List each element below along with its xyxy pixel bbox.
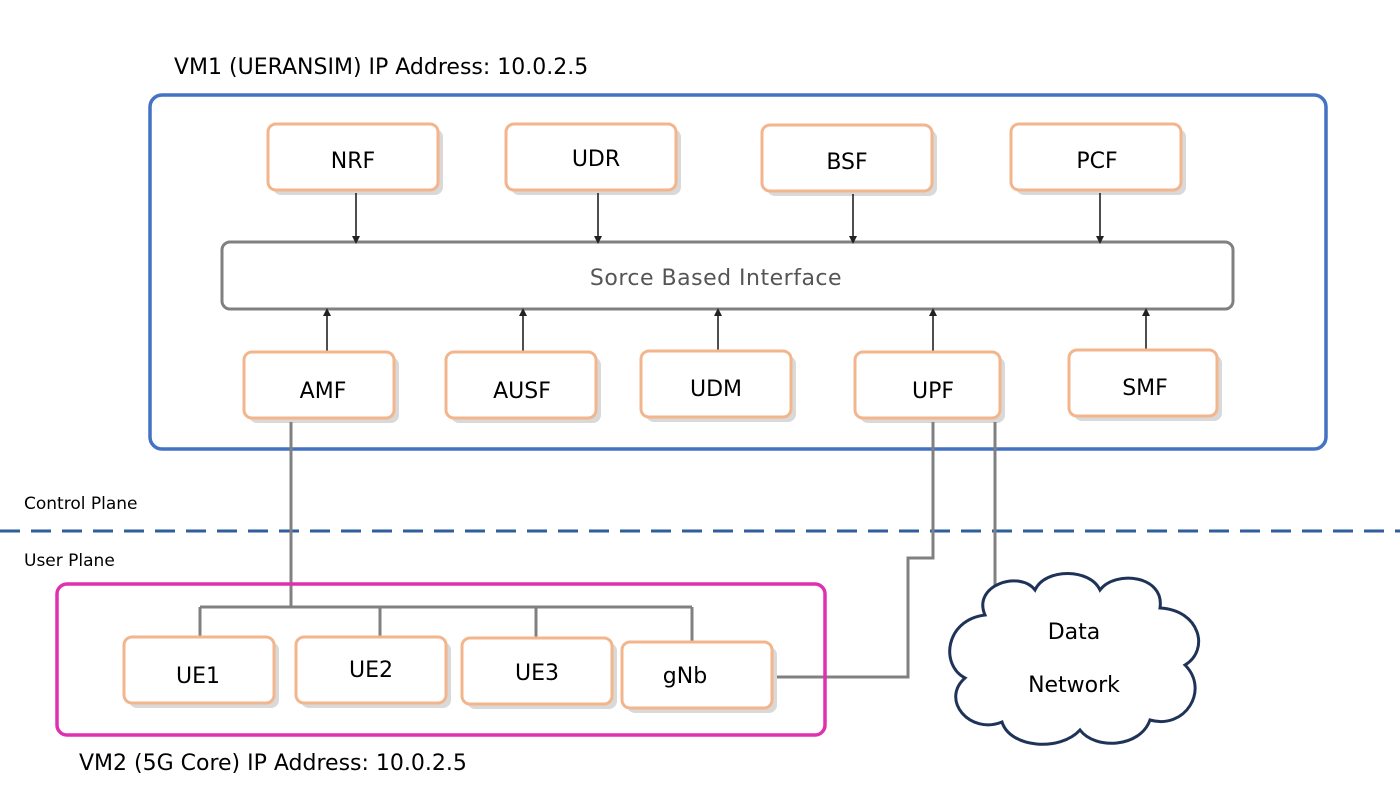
control-plane-label: Control Plane bbox=[24, 494, 137, 514]
data-network-label-line1: Data bbox=[1048, 620, 1101, 645]
nf-udm-label: UDM bbox=[690, 377, 742, 402]
data-network-cloud: Data Network bbox=[948, 572, 1201, 746]
service-based-interface-label: Sorce Based Interface bbox=[590, 266, 842, 291]
nf-upf: UPF bbox=[853, 350, 1005, 423]
nf-bsf-label: BSF bbox=[826, 150, 867, 175]
user-plane-label: User Plane bbox=[24, 551, 115, 571]
nf-nrf-label: NRF bbox=[331, 149, 375, 174]
node-ue1: UE1 bbox=[122, 635, 279, 708]
nf-upf-label: UPF bbox=[912, 379, 954, 404]
connector-upf-to-gnb bbox=[775, 422, 935, 679]
nf-nrf: NRF bbox=[266, 122, 443, 195]
node-gnb-label: gNb bbox=[663, 664, 707, 689]
vm2-title: VM2 (5G Core) IP Address: 10.0.2.5 bbox=[79, 751, 467, 776]
nf-udr: UDR bbox=[504, 122, 681, 195]
data-network-label-line2: Network bbox=[1028, 673, 1120, 698]
vm1-container bbox=[148, 93, 1328, 451]
node-ue2: UE2 bbox=[294, 635, 451, 708]
nf-smf: SMF bbox=[1067, 348, 1222, 421]
nf-udr-label: UDR bbox=[572, 147, 620, 172]
nf-udm: UDM bbox=[639, 349, 796, 422]
node-ue1-label: UE1 bbox=[176, 664, 220, 689]
node-ue2-label: UE2 bbox=[349, 658, 393, 683]
nf-smf-label: SMF bbox=[1122, 376, 1168, 401]
service-based-interface-bar bbox=[220, 240, 1235, 311]
nf-amf-label: AMF bbox=[300, 379, 347, 404]
vm1-title: VM1 (UERANSIM) IP Address: 10.0.2.5 bbox=[174, 55, 588, 80]
nf-ausf: AUSF bbox=[444, 350, 601, 423]
vm2-container bbox=[55, 582, 827, 737]
nf-ausf-label: AUSF bbox=[493, 379, 551, 404]
nf-amf: AMF bbox=[242, 350, 399, 423]
node-ue3-label: UE3 bbox=[515, 661, 559, 686]
nf-bsf: BSF bbox=[760, 123, 937, 196]
node-ue3: UE3 bbox=[460, 636, 617, 709]
node-gnb: gNb bbox=[620, 640, 777, 713]
nf-pcf-label: PCF bbox=[1076, 149, 1117, 174]
nf-pcf: PCF bbox=[1009, 122, 1186, 195]
